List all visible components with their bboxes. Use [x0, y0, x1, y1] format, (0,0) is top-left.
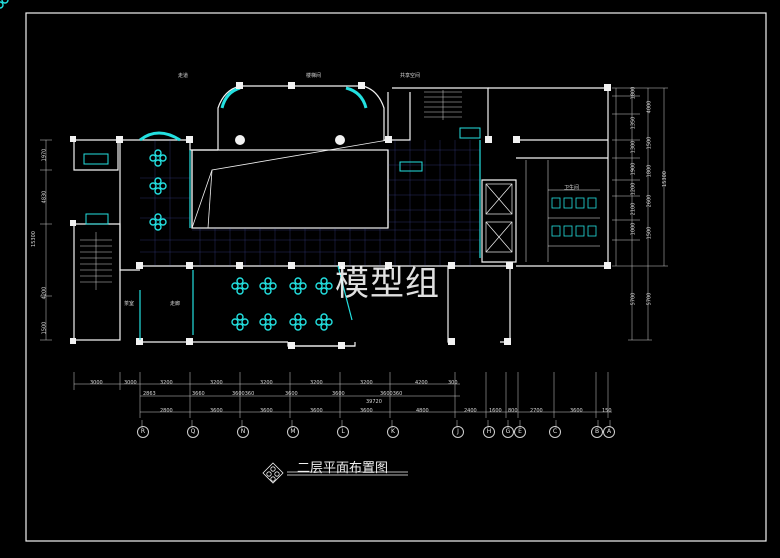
dim-right-1: 1800: [630, 86, 637, 100]
axis-bubble-R: R: [137, 426, 149, 438]
stairs: [80, 90, 462, 290]
axis-bubble-Q: Q: [187, 426, 199, 438]
dim-top-4: 3200: [210, 380, 223, 386]
dim-right-13: 15300: [661, 171, 668, 187]
dim-bot-9: 800: [508, 408, 518, 414]
dim-top-9: 300: [448, 380, 458, 386]
dim-bot-11: 3600: [570, 408, 583, 414]
dim-top-5: 3200: [260, 380, 273, 386]
dim-left-2: 4830: [41, 190, 48, 204]
drawing-title: 二层平面布置图: [297, 461, 389, 476]
dim-bot-7: 2400: [464, 408, 477, 414]
accent-lines: [139, 140, 481, 340]
compass-icon: [262, 462, 284, 484]
dim-top-3: 3200: [160, 380, 173, 386]
toilet-fixtures: [551, 197, 597, 237]
sheet-border: [25, 12, 767, 542]
dim-left-5: 1500: [41, 321, 48, 335]
dim-right-2: 1350: [630, 116, 637, 130]
room-label-corridor: 走道: [178, 73, 189, 79]
dim-right-9: 1500: [646, 136, 653, 150]
room-label-tea: 茶室: [124, 301, 135, 307]
dim-bot-12: 150: [602, 408, 612, 414]
room-label-stair: 楼梯间: [306, 73, 322, 79]
room-label-shared: 共享空间: [400, 73, 421, 79]
dim-mid-6: 3600360: [380, 391, 403, 397]
axis-bubble-A: A: [603, 426, 615, 438]
dim-top-7: 3200: [360, 380, 373, 386]
room-label-hall: 走廊: [170, 301, 181, 307]
dim-right-8: 4000: [646, 100, 653, 114]
dim-bot-1: 2800: [160, 408, 173, 414]
dim-bot-3: 3600: [260, 408, 273, 414]
dim-bot-6: 4800: [416, 408, 429, 414]
dim-right-6: 2100: [630, 202, 637, 216]
dim-top-6: 3200: [310, 380, 323, 386]
dim-top-2: 3000: [124, 380, 137, 386]
dim-bot-8: 1600: [489, 408, 502, 414]
dim-mid-7: 39720: [366, 399, 382, 405]
dim-mid-4: 3600: [285, 391, 298, 397]
planters: [83, 127, 481, 225]
elevators: [485, 183, 513, 253]
dim-right-7: 1000: [630, 222, 637, 236]
table-sets: [0, 0, 9, 9]
dim-bot-5: 3600: [360, 408, 373, 414]
dim-right-3: 1300: [630, 140, 637, 154]
axis-bubble-B: B: [591, 426, 603, 438]
watermark-text: 模型组: [335, 264, 440, 304]
floor-tiles: [140, 140, 480, 266]
dim-bot-10: 2700: [530, 408, 543, 414]
arched-corners: [139, 86, 368, 142]
dim-top-1: 3000: [90, 380, 103, 386]
axis-bubble-L: L: [337, 426, 349, 438]
dim-right-11: 2600: [646, 194, 653, 208]
axis-bubble-C: C: [549, 426, 561, 438]
dim-right-15: 5700: [646, 292, 653, 306]
round-pillars: [235, 135, 345, 145]
axis-bubble-H: H: [483, 426, 495, 438]
dim-bot-2: 3600: [210, 408, 223, 414]
axis-bubble-J: J: [452, 426, 464, 438]
dim-right-4: 1900: [630, 162, 637, 176]
dim-top-8: 4200: [415, 380, 428, 386]
dim-mid-3: 3600360: [232, 391, 255, 397]
dim-mid-1: 2863: [143, 391, 156, 397]
dim-right-12: 1500: [646, 226, 653, 240]
axis-bubble-K: K: [387, 426, 399, 438]
room-label-wc: 卫生间: [564, 185, 580, 191]
dim-left-4: 4200: [41, 286, 48, 300]
axis-bubble-M: M: [287, 426, 299, 438]
columns: [70, 82, 611, 349]
walls: [73, 85, 609, 347]
dim-left-3: 15300: [30, 231, 37, 247]
dim-mid-5: 3600: [332, 391, 345, 397]
dim-bot-4: 3600: [310, 408, 323, 414]
dim-right-5: 1200: [630, 182, 637, 196]
title-underline: [287, 471, 408, 476]
dim-mid-2: 3660: [192, 391, 205, 397]
axis-bubble-N: N: [237, 426, 249, 438]
dim-right-10: 1800: [646, 164, 653, 178]
dimension-lines: [40, 87, 668, 428]
dim-right-14: 5700: [630, 292, 637, 306]
axis-bubble-E: E: [514, 426, 526, 438]
axis-bubble-G: G: [502, 426, 514, 438]
dim-left-1: 1970: [41, 148, 48, 162]
